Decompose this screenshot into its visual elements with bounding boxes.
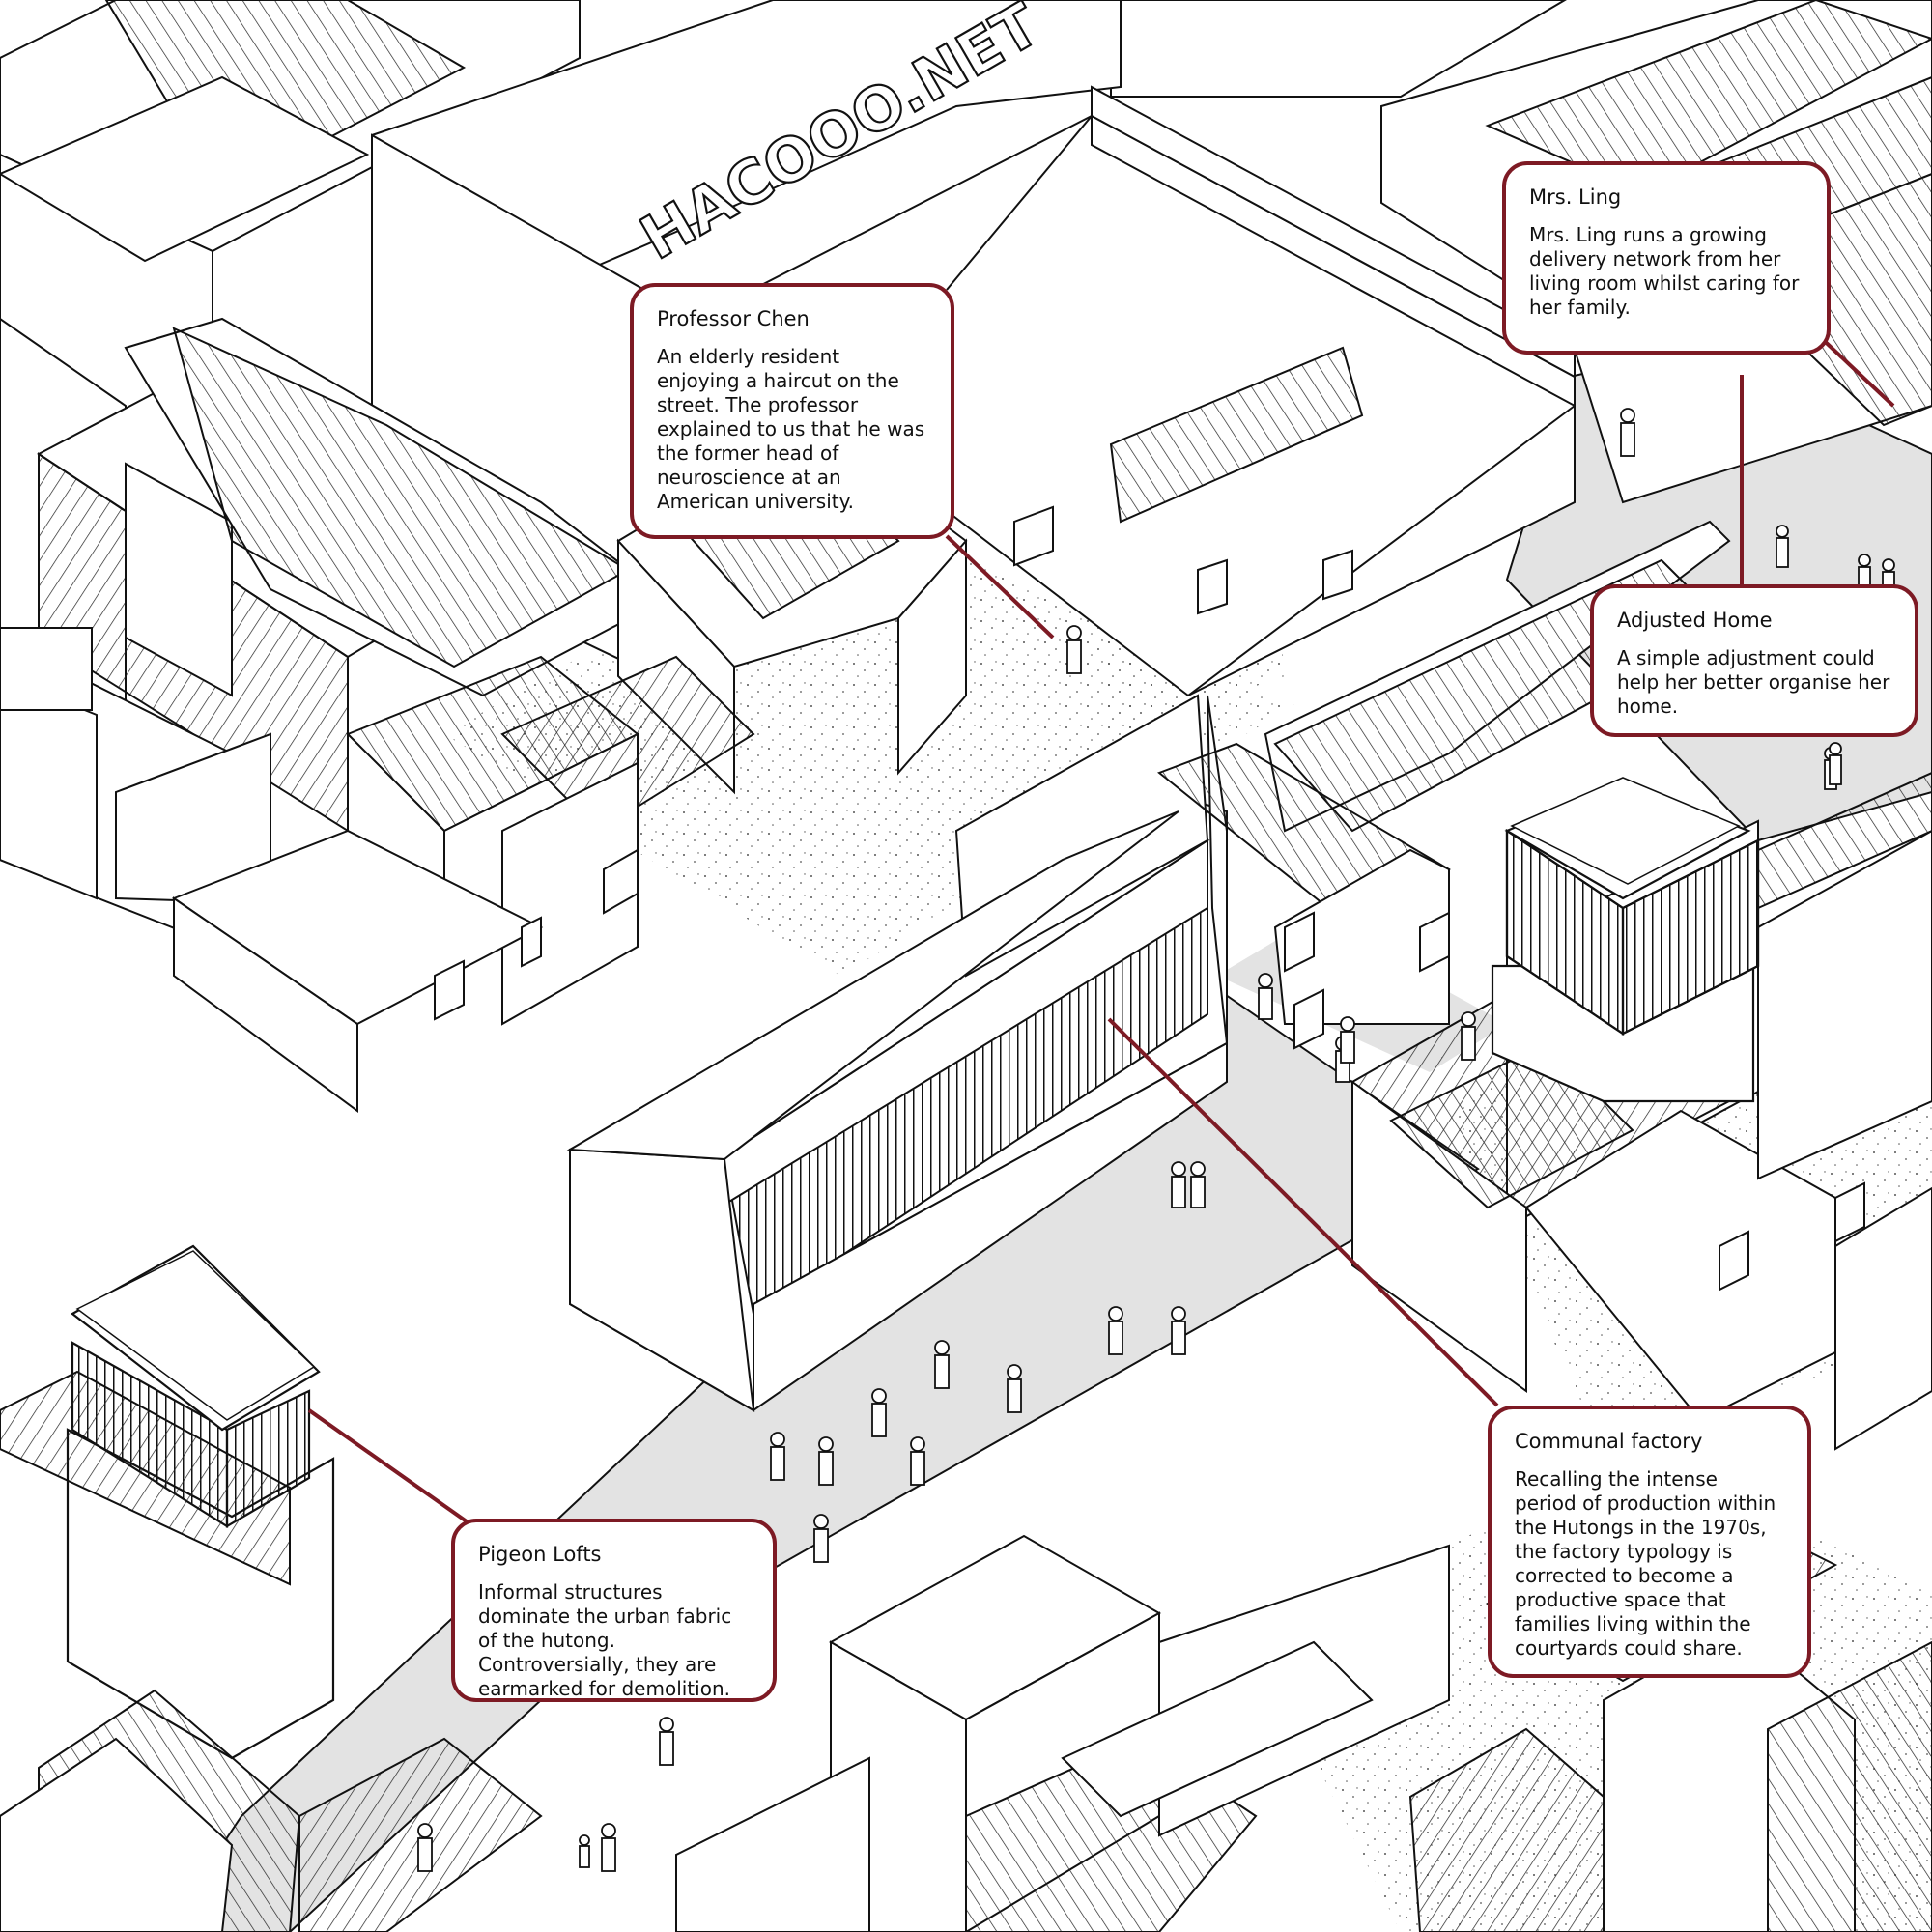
callout-title: Pigeon Lofts xyxy=(478,1543,602,1566)
callout-body: Informal structures dominate the urban f… xyxy=(478,1580,732,1700)
callout-title: Mrs. Ling xyxy=(1529,185,1622,209)
callout-body: Mrs. Ling runs a growing delivery networ… xyxy=(1529,223,1800,319)
callout-mrs-ling: Mrs. Ling Mrs. Ling runs a growing deliv… xyxy=(1502,161,1831,355)
callout-title: Professor Chen xyxy=(657,307,810,330)
callout-body: A simple adjustment could help her bette… xyxy=(1617,646,1890,718)
communal-factory-building xyxy=(566,694,1228,1412)
callout-leader-lines xyxy=(307,331,1895,1528)
pedestrians xyxy=(417,408,1895,1872)
callout-communal-factory: Communal factory Recalling the intense p… xyxy=(1488,1406,1811,1678)
callout-title: Adjusted Home xyxy=(1617,609,1773,632)
callout-body: An elderly resident enjoying a haircut o… xyxy=(657,345,925,513)
callout-body: Recalling the intense period of producti… xyxy=(1515,1467,1776,1660)
callout-adjusted-home: Adjusted Home A simple adjustment could … xyxy=(1590,584,1918,737)
callout-professor-chen: Professor Chen An elderly resident enjoy… xyxy=(630,283,954,539)
building-windows xyxy=(434,505,1865,1639)
warehouse-building xyxy=(371,0,1576,697)
callout-title: Communal factory xyxy=(1515,1430,1703,1453)
callout-pigeon-lofts: Pigeon Lofts Informal structures dominat… xyxy=(451,1519,777,1702)
pigeon-loft-tower-right xyxy=(1491,777,1760,1103)
